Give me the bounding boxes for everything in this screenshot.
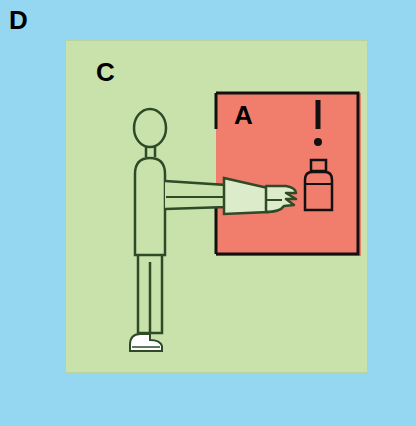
enclosure-box: A: [216, 93, 361, 256]
dropper: [316, 100, 321, 129]
person-torso: [135, 158, 165, 255]
bottle-neck: [311, 160, 326, 171]
person-neck: [146, 147, 155, 157]
glove-hand: [266, 186, 296, 212]
glove-cuff: [224, 178, 268, 214]
person-arm: [165, 181, 226, 209]
liquid-drop: [314, 138, 322, 146]
region-letter: D: [9, 7, 28, 33]
bottle-body: [305, 172, 332, 210]
glove-finger: [266, 199, 282, 201]
arm-line: [166, 196, 226, 198]
bottle-label-line: [305, 183, 332, 185]
person-legs: [138, 255, 162, 333]
region-letter: C: [96, 59, 115, 85]
shoe-sole: [132, 346, 160, 348]
person-head: [134, 109, 166, 147]
enclosure-wall: [216, 93, 358, 254]
person-shoe: [130, 334, 162, 351]
region-letter: A: [234, 102, 253, 128]
